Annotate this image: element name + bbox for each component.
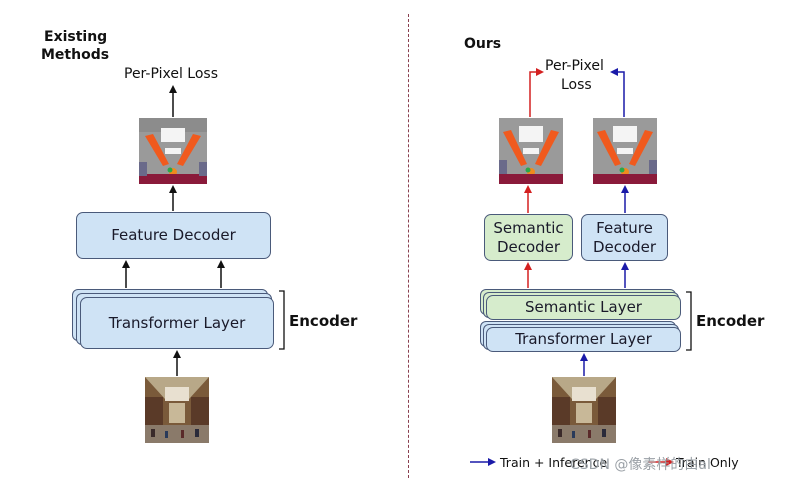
watermark: CSDN @像素样的由al [570, 457, 711, 473]
right-loss-line1: Per-Pixel [545, 58, 604, 74]
right-loss-line2: Loss [561, 77, 592, 93]
right-transformer-layer-label: Transformer Layer [515, 330, 652, 348]
right-feature-decoder-box: Feature Decoder [581, 214, 668, 261]
right-semantic-layer-label: Semantic Layer [525, 298, 642, 316]
right-semantic-decoder-box: Semantic Decoder [484, 214, 573, 261]
panel-divider [408, 14, 409, 478]
left-transformer-layer-label: Transformer Layer [108, 313, 246, 332]
left-title-line1: Existing [44, 29, 108, 45]
right-semantic-decoder-line1: Semantic [493, 218, 564, 237]
right-input-image [552, 377, 616, 443]
right-feature-output-image [593, 118, 657, 184]
right-arrow-feature-output-to-loss [610, 68, 625, 117]
left-feature-decoder-label: Feature Decoder [111, 226, 236, 244]
legend-train-only-label: Train Only [676, 455, 739, 470]
left-encoder-label: Encoder [289, 312, 358, 330]
right-feature-decoder-line1: Feature [596, 218, 653, 237]
right-encoder-bracket [686, 291, 692, 351]
right-feature-decoder-line2: Decoder [592, 237, 657, 256]
right-semantic-output-image [499, 118, 563, 184]
left-input-image [145, 377, 209, 443]
right-semantic-layer-box: Semantic Layer [486, 295, 681, 320]
left-loss-label: Per-Pixel Loss [124, 66, 219, 82]
left-transformer-layer-box: Transformer Layer [80, 297, 274, 349]
right-semantic-decoder-line2: Decoder [496, 237, 561, 256]
left-feature-decoder-box: Feature Decoder [76, 212, 271, 259]
right-title: Ours [464, 36, 502, 52]
legend-train-inference-label: Train + Inference [500, 455, 608, 470]
right-arrow-semantic-output-to-loss [529, 68, 544, 117]
left-encoder-bracket [279, 290, 285, 350]
right-transformer-layer-box: Transformer Layer [486, 327, 681, 352]
left-segmentation-output-image [139, 118, 207, 184]
left-title-line2: Methods [41, 47, 110, 63]
right-encoder-label: Encoder [696, 312, 765, 330]
